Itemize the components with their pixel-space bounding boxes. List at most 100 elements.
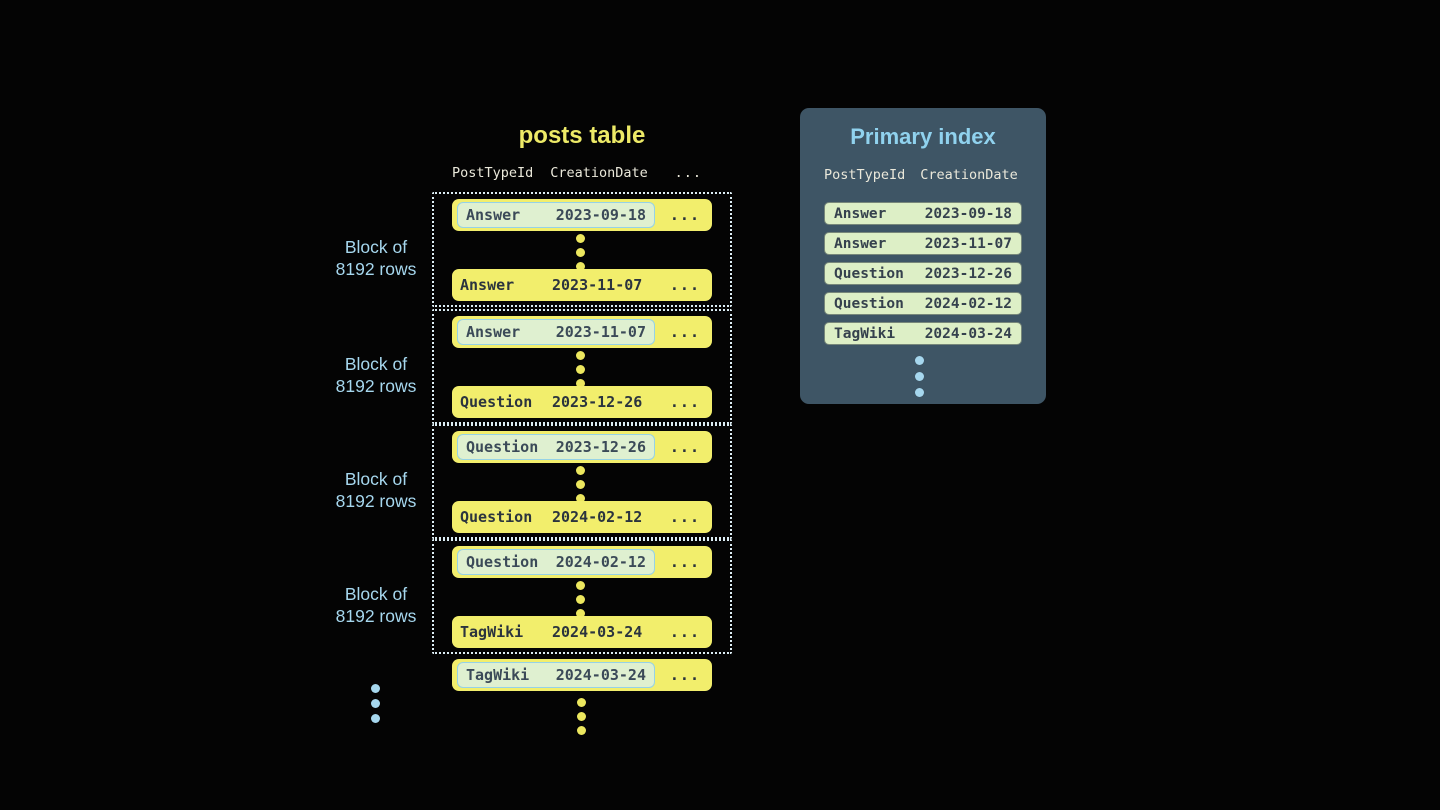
cell-creationdate: 2023-12-26 bbox=[555, 438, 646, 456]
block-label-2: Block of 8192 rows bbox=[311, 354, 441, 397]
ellipsis-dot bbox=[576, 365, 585, 374]
block-label-line2: 8192 rows bbox=[335, 258, 417, 279]
ellipsis-dot bbox=[577, 726, 586, 735]
posts-row: Question 2023-12-26 ... bbox=[452, 431, 712, 463]
cell-posttypeid: Answer bbox=[834, 235, 887, 252]
column-creationdate: CreationDate bbox=[920, 167, 1018, 183]
cell-posttypeid: Answer bbox=[466, 206, 521, 224]
posts-block-1: Answer 2023-09-18 ... Answer 2023-11-07 … bbox=[432, 192, 732, 307]
block-label-line1: Block of bbox=[344, 584, 408, 604]
more-entries-dot bbox=[915, 388, 924, 397]
cell-creationdate: 2024-02-12 bbox=[555, 553, 646, 571]
granule-boundary-highlight: Question 2023-12-26 bbox=[457, 434, 655, 460]
block-label-3: Block of 8192 rows bbox=[311, 469, 441, 512]
primary-index-column-header: PostTypeId CreationDate bbox=[824, 167, 1018, 183]
posts-table-title: posts table bbox=[518, 122, 646, 149]
posts-row: TagWiki 2024-03-24 ... bbox=[452, 616, 712, 648]
row-ellipsis: ... bbox=[669, 206, 700, 224]
granule-boundary-highlight: Answer 2023-11-07 bbox=[457, 319, 655, 345]
cell-posttypeid: Question bbox=[466, 438, 539, 456]
posts-block-2: Answer 2023-11-07 ... Question 2023-12-2… bbox=[432, 309, 732, 424]
cell-creationdate: 2023-11-07 bbox=[555, 323, 646, 341]
row-ellipsis: ... bbox=[669, 393, 700, 411]
posts-row: Answer 2023-09-18 ... bbox=[452, 199, 712, 231]
cell-posttypeid: Question bbox=[460, 393, 533, 411]
cell-creationdate: 2023-09-18 bbox=[924, 205, 1012, 222]
ellipsis-dot bbox=[576, 234, 585, 243]
block-label-line1: Block of bbox=[344, 469, 408, 489]
cell-posttypeid: Question bbox=[834, 265, 904, 282]
block-label-line1: Block of bbox=[344, 354, 408, 374]
posts-block-3: Question 2023-12-26 ... Question 2024-02… bbox=[432, 424, 732, 539]
row-ellipsis: ... bbox=[669, 276, 700, 294]
column-posttypeid: PostTypeId bbox=[452, 165, 534, 181]
ellipsis-dot bbox=[576, 581, 585, 590]
block-label-4: Block of 8192 rows bbox=[311, 584, 441, 627]
cell-posttypeid: TagWiki bbox=[466, 666, 530, 684]
ellipsis-dot bbox=[576, 466, 585, 475]
posts-row-overflow: TagWiki 2024-03-24 ... bbox=[452, 659, 712, 691]
cell-creationdate: 2023-12-26 bbox=[924, 265, 1012, 282]
cell-creationdate: 2024-03-24 bbox=[924, 325, 1012, 342]
posts-block-4: Question 2024-02-12 ... TagWiki 2024-03-… bbox=[432, 539, 732, 654]
posts-table-column-header: PostTypeId CreationDate ... bbox=[452, 165, 712, 181]
posts-row: Question 2023-12-26 ... bbox=[452, 386, 712, 418]
cell-posttypeid: TagWiki bbox=[460, 623, 524, 641]
posts-row: Question 2024-02-12 ... bbox=[452, 501, 712, 533]
more-blocks-dot bbox=[371, 684, 380, 693]
ellipsis-dot bbox=[577, 712, 586, 721]
index-entry: Answer 2023-09-18 bbox=[824, 202, 1022, 225]
index-entry: Answer 2023-11-07 bbox=[824, 232, 1022, 255]
primary-index-title: Primary index bbox=[850, 124, 996, 149]
cell-creationdate: 2024-02-12 bbox=[552, 508, 643, 526]
posts-row: Answer 2023-11-07 ... bbox=[452, 316, 712, 348]
cell-creationdate: 2023-09-18 bbox=[555, 206, 646, 224]
posts-row: Question 2024-02-12 ... bbox=[452, 546, 712, 578]
cell-creationdate: 2024-02-12 bbox=[924, 295, 1012, 312]
index-entry: TagWiki 2024-03-24 bbox=[824, 322, 1022, 345]
cell-posttypeid: Answer bbox=[460, 276, 515, 294]
cell-posttypeid: TagWiki bbox=[834, 325, 896, 342]
block-label-line2: 8192 rows bbox=[335, 605, 417, 626]
primary-index-panel: Primary index PostTypeId CreationDate An… bbox=[800, 108, 1046, 404]
block-label-1: Block of 8192 rows bbox=[311, 237, 441, 280]
cell-posttypeid: Question bbox=[466, 553, 539, 571]
granule-boundary-highlight: TagWiki 2024-03-24 bbox=[457, 662, 655, 688]
ellipsis-dot bbox=[576, 609, 585, 618]
row-ellipsis: ... bbox=[669, 323, 700, 341]
granule-boundary-highlight: Question 2024-02-12 bbox=[457, 549, 655, 575]
ellipsis-dot bbox=[577, 698, 586, 707]
more-blocks-dot bbox=[371, 699, 380, 708]
cell-posttypeid: Question bbox=[834, 295, 904, 312]
ellipsis-dot bbox=[576, 351, 585, 360]
row-ellipsis: ... bbox=[669, 666, 700, 684]
ellipsis-dot bbox=[576, 595, 585, 604]
more-columns-ellipsis: ... bbox=[674, 165, 702, 181]
column-creationdate: CreationDate bbox=[550, 165, 648, 181]
posts-row: Answer 2023-11-07 ... bbox=[452, 269, 712, 301]
row-ellipsis: ... bbox=[669, 623, 700, 641]
granule-boundary-highlight: Answer 2023-09-18 bbox=[457, 202, 655, 228]
cell-posttypeid: Question bbox=[460, 508, 533, 526]
more-blocks-dot bbox=[371, 714, 380, 723]
ellipsis-dot bbox=[576, 480, 585, 489]
index-entry: Question 2024-02-12 bbox=[824, 292, 1022, 315]
block-label-line2: 8192 rows bbox=[335, 490, 417, 511]
ellipsis-dot bbox=[576, 494, 585, 503]
ellipsis-dot bbox=[576, 262, 585, 271]
cell-creationdate: 2023-11-07 bbox=[924, 235, 1012, 252]
more-entries-dot bbox=[915, 356, 924, 365]
row-ellipsis: ... bbox=[669, 508, 700, 526]
row-ellipsis: ... bbox=[669, 438, 700, 456]
block-label-line1: Block of bbox=[344, 237, 408, 257]
ellipsis-dot bbox=[576, 379, 585, 388]
cell-creationdate: 2024-03-24 bbox=[552, 623, 643, 641]
ellipsis-dot bbox=[576, 248, 585, 257]
cell-creationdate: 2023-12-26 bbox=[552, 393, 643, 411]
cell-posttypeid: Answer bbox=[466, 323, 521, 341]
index-entry: Question 2023-12-26 bbox=[824, 262, 1022, 285]
cell-creationdate: 2024-03-24 bbox=[555, 666, 646, 684]
block-label-line2: 8192 rows bbox=[335, 375, 417, 396]
more-entries-dot bbox=[915, 372, 924, 381]
